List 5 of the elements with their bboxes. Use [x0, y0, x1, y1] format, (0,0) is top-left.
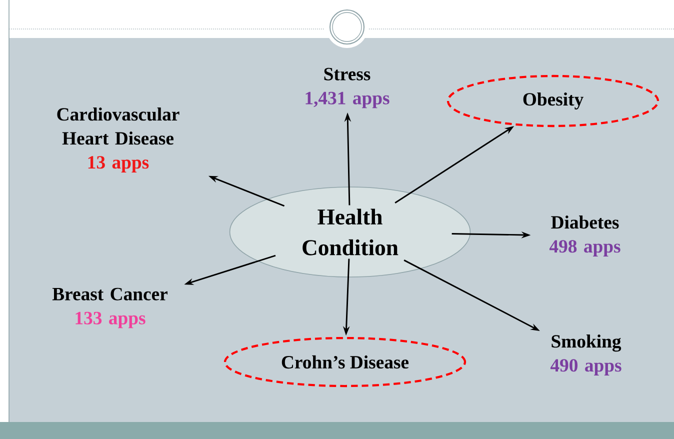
condition-label: Stress 1,431 apps	[306, 68, 390, 108]
condition-label: Breast Cancer 133 apps	[52, 288, 168, 328]
condition-label: Smoking 490 apps	[550, 334, 622, 376]
condition-label: Diabetes 498 apps	[549, 216, 620, 256]
condition-label: Cardiovascular Heart Disease 13 apps	[57, 108, 180, 172]
